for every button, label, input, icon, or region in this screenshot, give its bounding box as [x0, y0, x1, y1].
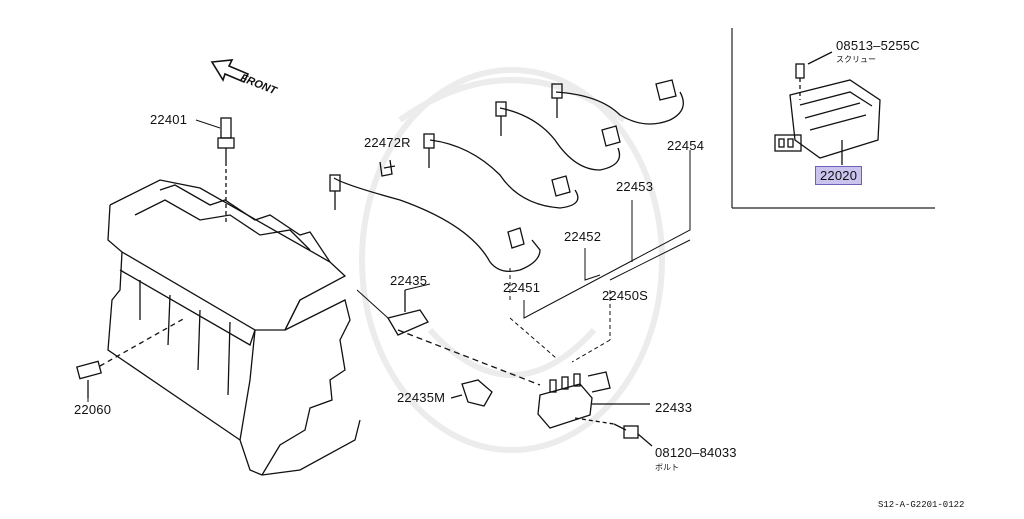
part-label-22450s: 22450S — [602, 288, 649, 303]
part-label-08513-5255c: 08513–5255C — [836, 38, 920, 53]
watermark-emblem — [359, 67, 665, 453]
part-label-22435: 22435 — [390, 273, 428, 288]
part-label-22453: 22453 — [616, 179, 654, 194]
ignition-wires-drawing — [329, 79, 684, 273]
ignition-coil-22433-drawing — [537, 371, 650, 429]
part-label-22452: 22452 — [564, 229, 602, 244]
front-arrow-icon — [210, 59, 250, 84]
label-leader-lines — [87, 119, 431, 402]
part-label-22472r: 22472R — [364, 135, 411, 150]
part-sublabel-bolt: ボルト — [655, 463, 679, 472]
wire-leader-lines — [509, 150, 691, 363]
part-label-22435m: 22435M — [397, 390, 446, 405]
clip-22472r-drawing — [379, 159, 396, 177]
cylinder-head-drawing — [107, 179, 361, 476]
module-22020-drawing — [774, 51, 881, 165]
part-label-22451: 22451 — [503, 280, 541, 295]
part-label-22020-highlighted[interactable]: 22020 — [815, 166, 863, 185]
part-label-22401: 22401 — [150, 112, 188, 127]
diagram-reference-code: S12-A-G2201-0122 — [878, 500, 965, 510]
part-label-22454: 22454 — [667, 138, 705, 153]
part-label-08120-84033: 08120–84033 — [655, 445, 737, 460]
spark-plug-drawing — [217, 117, 235, 225]
sensor-22060-drawing — [76, 317, 186, 398]
bracket-22435-drawing — [386, 290, 541, 407]
part-label-22060: 22060 — [74, 402, 112, 417]
bolt-08120-drawing — [574, 417, 653, 447]
part-label-22433: 22433 — [655, 400, 693, 415]
inset-frame — [731, 28, 935, 209]
part-sublabel-screw: スクリュー — [836, 55, 876, 64]
